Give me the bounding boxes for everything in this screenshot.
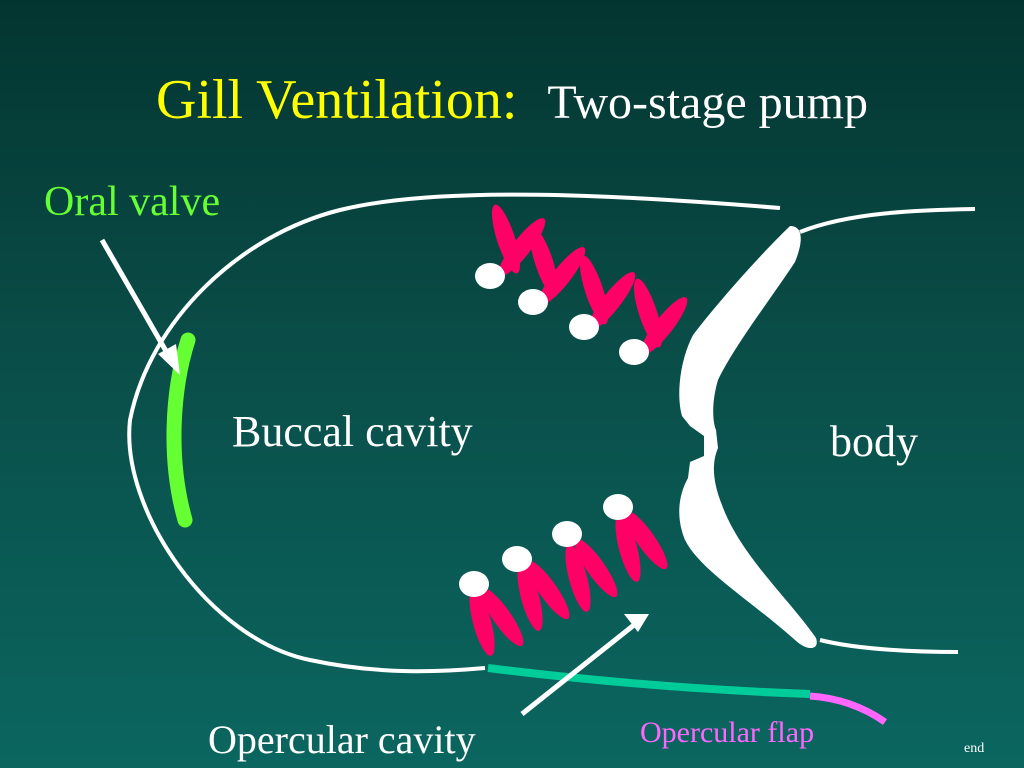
oral-valve-arrow [99,238,180,375]
gill-arch-bar [679,226,817,649]
body-outline-top [799,207,976,234]
body-label: body [830,417,918,466]
end-label: end [964,741,985,756]
lower-gill-filaments [469,510,668,656]
lower-gill-arches [459,494,633,597]
title-main: Gill Ventilation: [156,69,518,131]
body-outline-bottom [819,638,959,654]
opercular-flap [809,692,888,725]
oral-valve-label: Oral valve [44,179,221,225]
opercular-cavity-label: Opercular cavity [208,717,476,762]
opercular-cavity-arrow [520,614,649,716]
upper-gill-arches [475,263,649,365]
head-outline [127,192,781,674]
opercular-cavity-floor [487,664,811,698]
opercular-flap-label: Opercular flap [640,716,815,749]
title-sub: Two-stage pump [547,76,868,129]
slide-title: Gill Ventilation: Two-stage pump [0,68,1024,132]
upper-gill-filaments [491,204,688,355]
oral-valve [166,332,196,528]
buccal-cavity-label: Buccal cavity [232,407,473,456]
